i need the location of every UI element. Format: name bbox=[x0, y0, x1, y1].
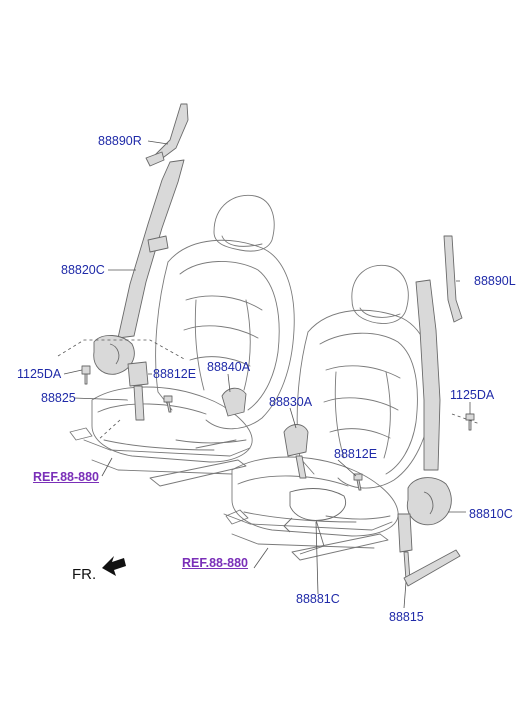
front-indicator-label: FR. bbox=[72, 566, 97, 583]
bolt-small-right-part bbox=[353, 473, 363, 491]
upper-anchor-left-part bbox=[145, 103, 189, 167]
belt-webbing-right-part bbox=[406, 279, 452, 526]
buckle-right-seat-part bbox=[283, 424, 309, 479]
label-bolt-small-right: 88812E bbox=[334, 447, 378, 461]
front-arrow-icon bbox=[102, 556, 126, 576]
label-pretensioner: 88815 bbox=[389, 610, 424, 624]
pretensioner-part bbox=[397, 513, 461, 587]
label-bolt-left: 1125DA bbox=[17, 367, 62, 381]
bolt-right-part bbox=[465, 413, 475, 431]
leader-lines bbox=[57, 140, 481, 609]
belt-webbing-left-part bbox=[117, 159, 185, 339]
label-retractor-right: 88810C bbox=[469, 507, 513, 521]
bolt-left-part bbox=[81, 365, 91, 385]
label-buckle-right-seat: 88830A bbox=[269, 395, 313, 409]
label-upper-anchor-right: 88890L bbox=[474, 274, 516, 288]
left-seat bbox=[69, 194, 295, 487]
buckle-left-part bbox=[127, 361, 149, 421]
label-harness: 88881C bbox=[296, 592, 340, 606]
label-buckle-center: 88840A bbox=[207, 360, 251, 374]
ref-link-left[interactable]: REF.88-880 bbox=[33, 470, 100, 484]
bolt-small-left-part bbox=[163, 395, 173, 413]
harness-part bbox=[283, 488, 346, 555]
label-belt-left: 88820C bbox=[61, 263, 105, 277]
label-upper-anchor-left: 88890R bbox=[98, 134, 142, 148]
buckle-center-part bbox=[221, 387, 247, 417]
label-bolt-right: 1125DA bbox=[450, 388, 495, 402]
ref-link-right[interactable]: REF.88-880 bbox=[182, 556, 249, 570]
label-buckle-left: 88825 bbox=[41, 391, 76, 405]
label-bolt-small-left: 88812E bbox=[153, 367, 197, 381]
upper-anchor-right-part bbox=[443, 235, 463, 323]
